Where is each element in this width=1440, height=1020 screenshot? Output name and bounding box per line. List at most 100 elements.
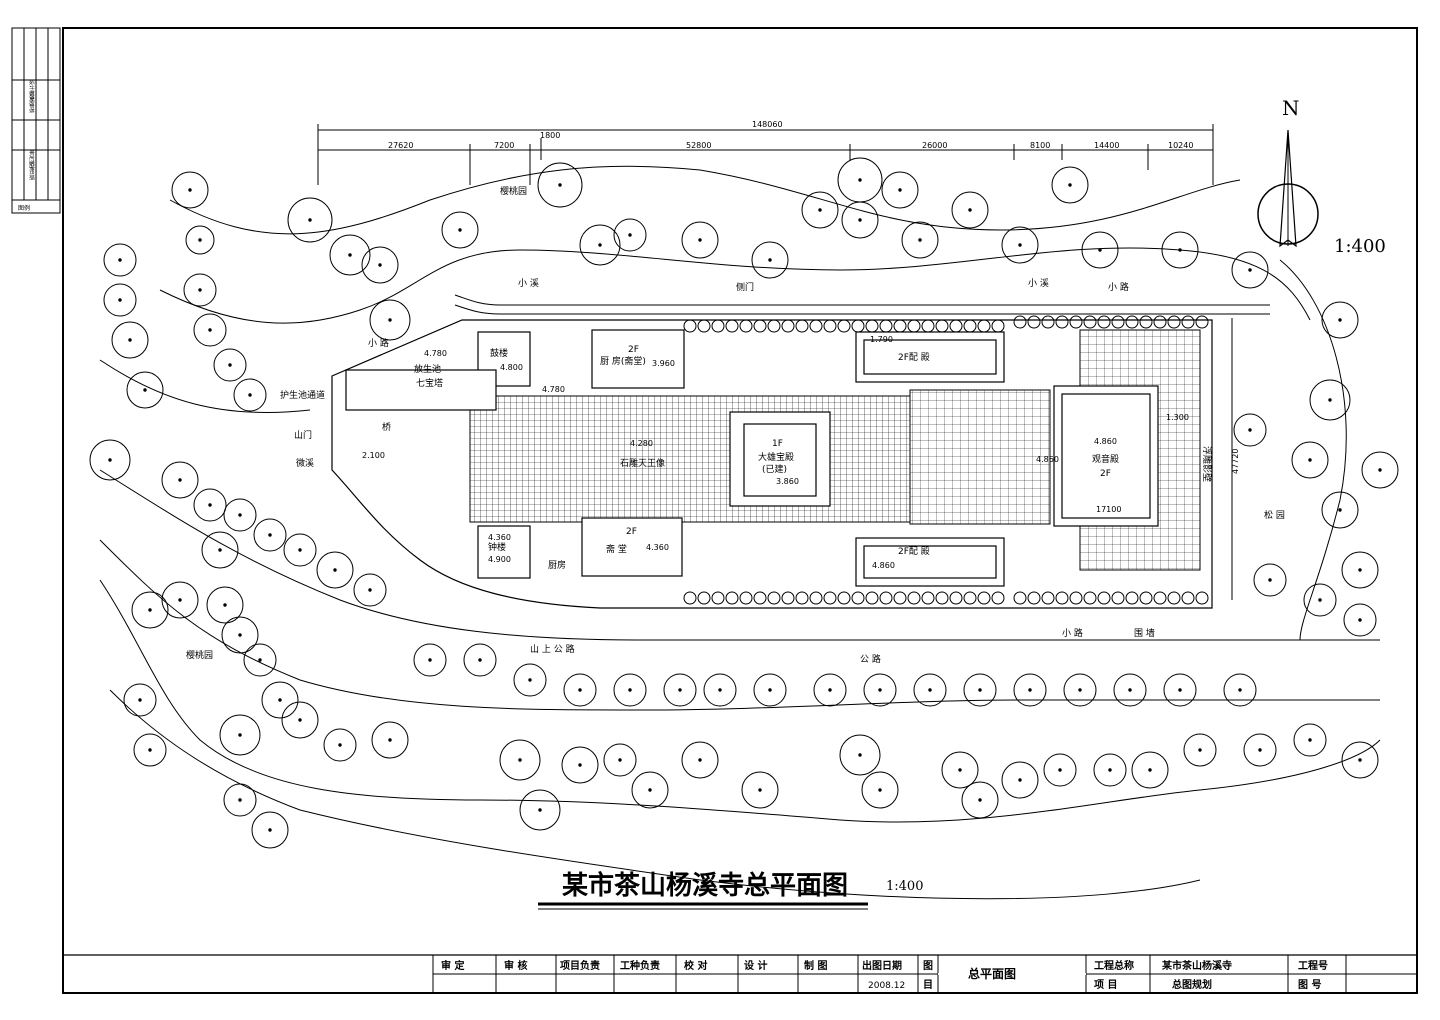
lbl-elev-7: 4.360 [646, 543, 669, 552]
tree-center [188, 188, 192, 192]
hedge-shrub [1097, 591, 1111, 605]
tree-symbol [1131, 751, 1169, 789]
tree-symbol [161, 581, 199, 619]
dim-seg-2: 7200 [494, 141, 514, 150]
tree-symbol [603, 743, 637, 777]
tree-symbol [1231, 251, 1269, 289]
hedge-shrub [1069, 315, 1083, 329]
tree-symbol [103, 243, 137, 277]
tree-symbol [221, 616, 259, 654]
tree-center [1308, 738, 1312, 742]
tree-center [428, 658, 432, 662]
tree-center [1068, 183, 1072, 187]
tree-center [268, 828, 272, 832]
tree-symbol [631, 771, 669, 809]
tree-center [118, 258, 122, 262]
guanyin-hall [1053, 385, 1159, 527]
tree-center [1028, 688, 1032, 692]
hedge-shrub [711, 591, 725, 605]
tree-symbol [133, 733, 167, 767]
lbl-chufang-bottom: 厨房 [548, 559, 566, 571]
lbl-elev-3: 4.280 [630, 439, 653, 448]
tree-center [1058, 768, 1062, 772]
tb-item-label: 项 目 [1094, 979, 1117, 991]
tree-symbol [901, 221, 939, 259]
hedge-shrub [963, 319, 977, 333]
hedge-shrub [837, 319, 851, 333]
buildings [345, 329, 1159, 587]
tb-date: 2008.12 [868, 981, 905, 991]
tree-center [1268, 578, 1272, 582]
tree-symbol [103, 283, 137, 317]
tree-symbol [287, 197, 333, 243]
tree-symbol [283, 533, 317, 567]
tree-symbol [1341, 551, 1379, 589]
hedge-shrub [1111, 591, 1125, 605]
lbl-xiaolu-2: 小 路 [1108, 281, 1129, 293]
tree-center [598, 243, 602, 247]
tree-symbol [1113, 673, 1147, 707]
hedge-shrub [1041, 315, 1055, 329]
hedge-shrub [837, 591, 851, 605]
tree-center [198, 288, 202, 292]
tree-center [1358, 618, 1362, 622]
tree-symbol [863, 673, 897, 707]
tree-center [238, 633, 242, 637]
lbl-xiaolu-1: 小 路 [368, 337, 389, 349]
hedge-shrub [1055, 315, 1069, 329]
hedge-shrub [1013, 591, 1027, 605]
tree-center [818, 208, 822, 212]
stamp-row-2: 设计 校对 审核 [28, 80, 35, 113]
tree-center [1018, 778, 1022, 782]
tree-center [898, 188, 902, 192]
hedge-shrub [865, 319, 879, 333]
tree-center [558, 183, 562, 187]
lbl-qiao: 桥 [382, 421, 391, 433]
tree-symbol [1291, 441, 1329, 479]
hedge-shrub [921, 319, 935, 333]
tree-center [148, 748, 152, 752]
tree-center [178, 598, 182, 602]
tree-symbol [1001, 226, 1039, 264]
tree-center [1178, 688, 1182, 692]
tree-center [1108, 768, 1112, 772]
drum-tower [477, 525, 531, 579]
tree-symbol [223, 783, 257, 817]
hedge-shrub [879, 319, 893, 333]
hedge-shrub [991, 319, 1005, 333]
hedge-shrub [963, 591, 977, 605]
tree-center [1318, 598, 1322, 602]
lbl-elev-6: 4.360 [488, 533, 511, 542]
lbl-guanyin-2f: 2F [1100, 469, 1111, 479]
tree-symbol [161, 461, 199, 499]
hedge-shrub [977, 591, 991, 605]
lbl-guanyin: 观音殿 [1092, 453, 1119, 465]
hedge-shrub [893, 319, 907, 333]
tree-symbol [681, 741, 719, 779]
tree-center [918, 238, 922, 242]
lbl-xiaoxi-1: 小 溪 [518, 277, 539, 289]
hedge-shrub [1125, 315, 1139, 329]
tree-symbol [561, 746, 599, 784]
lbl-songyuan: 松 园 [1264, 509, 1285, 521]
tree-center [458, 228, 462, 232]
tree-center [238, 513, 242, 517]
hedge-shrub [1167, 315, 1181, 329]
lbl-fangsheng: 放生池 [414, 363, 441, 375]
tb-shending: 审 定 [441, 959, 464, 972]
hedge-shrub [753, 319, 767, 333]
tree-symbol [183, 273, 217, 307]
tree-center [248, 393, 252, 397]
tree-symbol [1013, 673, 1047, 707]
lbl-elev-1: 4.780 [424, 349, 447, 358]
tree-symbol [563, 673, 597, 707]
hedge-shrub [1181, 315, 1195, 329]
tree-center [208, 328, 212, 332]
hedge-shrub [977, 319, 991, 333]
tree-center [143, 388, 147, 392]
tree-symbol [261, 681, 299, 719]
tree-symbol [361, 246, 399, 284]
tree-symbol [961, 781, 999, 819]
tree-center [1308, 458, 1312, 462]
hedge-shrub [795, 591, 809, 605]
